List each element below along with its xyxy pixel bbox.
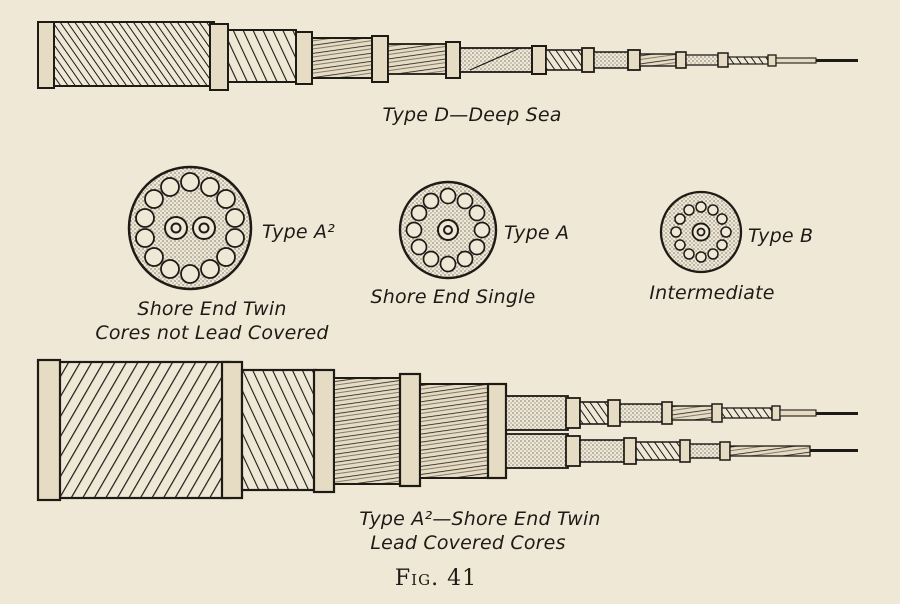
- type-a-label: Type A: [504, 222, 570, 244]
- bottom-cable-label-line1: Type A²—Shore End Twin: [359, 508, 601, 530]
- shore-end-single-label: Shore End Single: [370, 286, 536, 308]
- deep-sea-label: Type D—Deep Sea: [382, 104, 562, 126]
- shore-end-twin-label-line2: Cores not Lead Covered: [95, 322, 329, 344]
- type-a-cross-section: [398, 180, 498, 280]
- bottom-cable-label-line2: Lead Covered Cores: [370, 532, 566, 554]
- shore-end-twin-cable: [36, 358, 858, 502]
- type-a2-label: Type A²: [262, 221, 336, 243]
- type-a2-cross-section: [127, 165, 253, 291]
- type-b-label: Type B: [748, 225, 814, 247]
- shore-end-twin-label-line1: Shore End Twin: [137, 298, 287, 320]
- figure-caption: Fig. 41: [394, 566, 478, 591]
- type-b-cross-section: [659, 190, 743, 274]
- intermediate-label: Intermediate: [649, 282, 775, 304]
- deep-sea-cable: [37, 21, 858, 91]
